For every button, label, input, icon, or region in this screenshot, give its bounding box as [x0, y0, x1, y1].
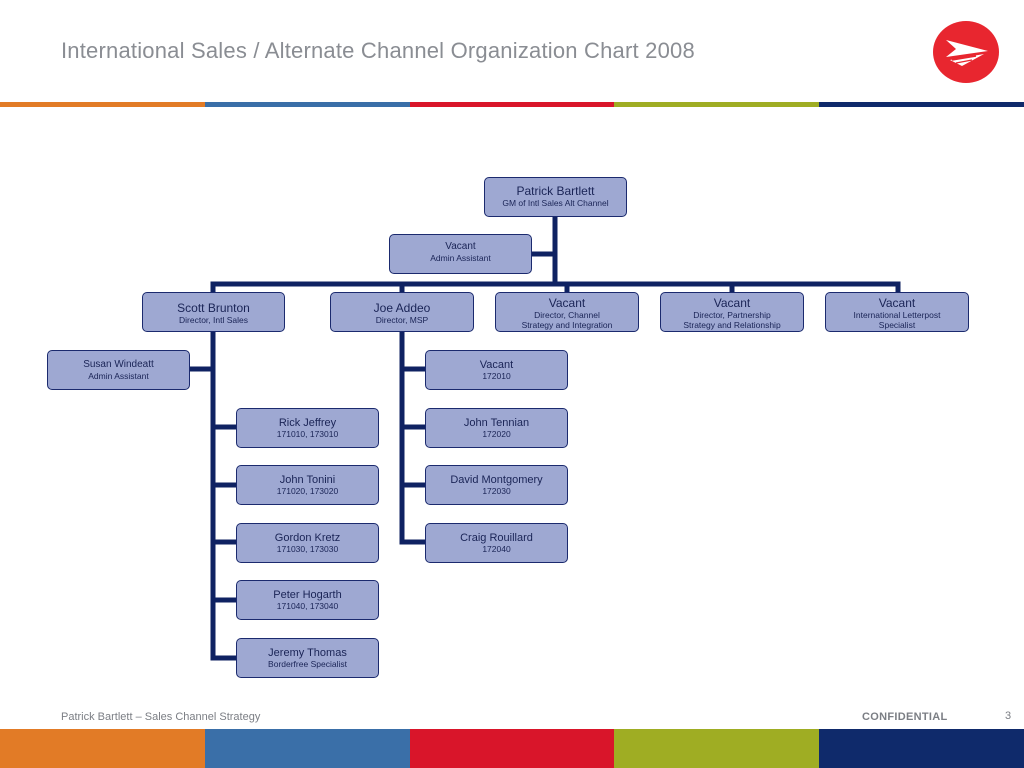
- org-node-scott-report-3: Gordon Kretz 171030, 173030: [236, 523, 379, 563]
- org-node-director-4: Vacant Director, Partnership Strategy an…: [660, 292, 804, 332]
- header-stripe-orange: [0, 102, 205, 107]
- node-name: Patrick Bartlett: [516, 184, 595, 198]
- node-name: Joe Addeo: [373, 301, 431, 315]
- org-node-joe-report-2: John Tennian 172020: [425, 408, 568, 448]
- header-stripe-red: [410, 102, 614, 107]
- org-node-scott-report-1: Rick Jeffrey 171010, 173010: [236, 408, 379, 448]
- footer-block-red: [410, 729, 614, 768]
- node-name: Gordon Kretz: [274, 532, 341, 544]
- node-name: Peter Hogarth: [273, 589, 342, 601]
- node-role: 171040, 173040: [276, 601, 339, 611]
- node-role: 171010, 173010: [276, 429, 339, 439]
- org-node-joe-report-1: Vacant 172010: [425, 350, 568, 390]
- org-node-scott-report-4: Peter Hogarth 171040, 173040: [236, 580, 379, 620]
- node-role: Admin Assistant: [430, 253, 491, 263]
- node-name: Vacant: [445, 241, 476, 252]
- node-role: Director, Partnership Strategy and Relat…: [683, 310, 781, 330]
- org-node-director-5: Vacant International Letterpost Speciali…: [825, 292, 969, 332]
- footer-block-orange: [0, 729, 205, 768]
- footer-block-blue: [205, 729, 410, 768]
- org-node-scott-assistant: Susan Windeatt Admin Assistant: [47, 350, 190, 390]
- node-role: 172030: [482, 486, 511, 496]
- node-role: 171020, 173020: [276, 486, 339, 496]
- org-node-director-2: Joe Addeo Director, MSP: [330, 292, 474, 332]
- node-name: Jeremy Thomas: [268, 647, 347, 659]
- node-role: Director, Channel Strategy and Integrati…: [521, 310, 613, 330]
- node-role: 172020: [482, 429, 511, 439]
- org-node-scott-report-2: John Tonini 171020, 173020: [236, 465, 379, 505]
- node-role: 172010: [482, 371, 511, 381]
- header-stripe-blue: [205, 102, 410, 107]
- node-name: Rick Jeffrey: [278, 417, 337, 429]
- node-name: Susan Windeatt: [83, 359, 154, 370]
- org-node-gm: Patrick Bartlett GM of Intl Sales Alt Ch…: [484, 177, 627, 217]
- node-name: Vacant: [479, 359, 514, 371]
- node-name: Vacant: [548, 296, 586, 310]
- org-node-joe-report-3: David Montgomery 172030: [425, 465, 568, 505]
- header-stripe-navy: [819, 102, 1024, 107]
- footer-block-green: [614, 729, 819, 768]
- node-role: Borderfree Specialist: [268, 659, 347, 669]
- node-name: Scott Brunton: [177, 301, 250, 315]
- org-node-director-1: Scott Brunton Director, Intl Sales: [142, 292, 285, 332]
- node-role: Director, MSP: [375, 315, 429, 325]
- node-name: David Montgomery: [450, 474, 543, 486]
- footer-block-navy: [819, 729, 1024, 768]
- confidential-label: CONFIDENTIAL: [862, 711, 948, 723]
- page-title: International Sales / Alternate Channel …: [61, 38, 695, 63]
- node-name: John Tennian: [463, 417, 530, 429]
- node-role: International Letterpost Specialist: [853, 310, 941, 330]
- node-name: Craig Rouillard: [460, 532, 533, 544]
- org-node-gm-assistant: Vacant Admin Assistant: [389, 234, 532, 274]
- org-node-scott-report-5: Jeremy Thomas Borderfree Specialist: [236, 638, 379, 678]
- header-stripe-green: [614, 102, 819, 107]
- node-role: 172040: [482, 544, 511, 554]
- org-node-director-3: Vacant Director, Channel Strategy and In…: [495, 292, 639, 332]
- org-node-joe-report-4: Craig Rouillard 172040: [425, 523, 568, 563]
- footer-text: Patrick Bartlett – Sales Channel Strateg…: [61, 711, 261, 723]
- node-role: Admin Assistant: [88, 371, 149, 381]
- node-name: John Tonini: [279, 474, 336, 486]
- node-name: Vacant: [713, 296, 751, 310]
- canada-post-logo-icon: [933, 21, 999, 83]
- node-role: GM of Intl Sales Alt Channel: [502, 198, 609, 208]
- node-role: Director, Intl Sales: [179, 315, 248, 325]
- node-role: 171030, 173030: [276, 544, 339, 554]
- node-name: Vacant: [878, 296, 916, 310]
- page-number: 3: [1005, 710, 1012, 722]
